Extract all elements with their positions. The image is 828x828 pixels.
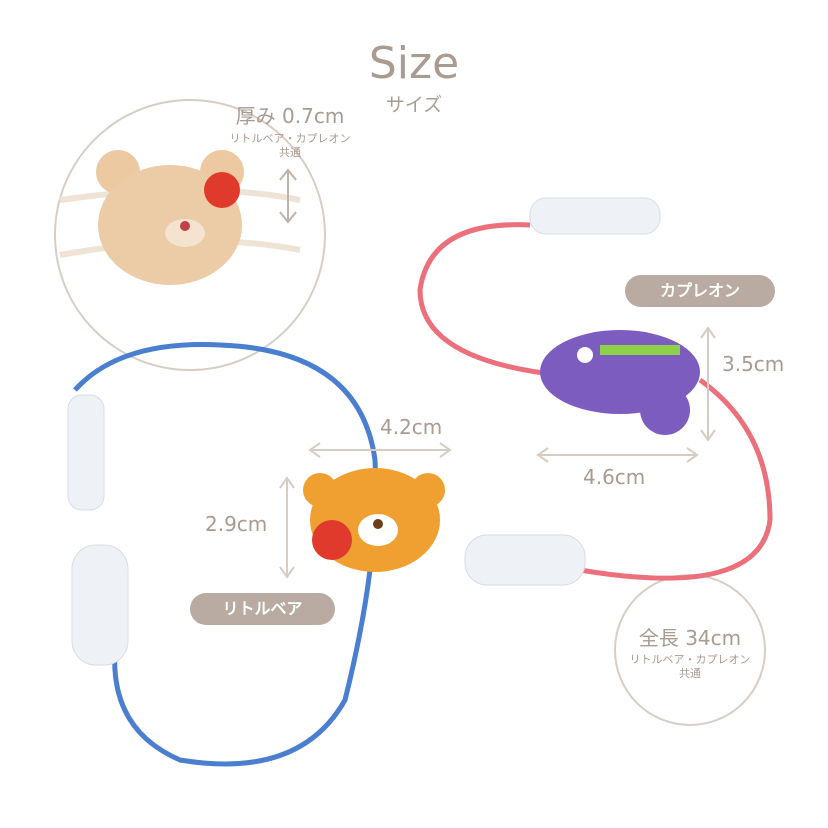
chameleon-charm — [540, 330, 700, 435]
bear-charm — [303, 468, 445, 572]
length-note-2: 共通 — [679, 667, 701, 680]
clip-top — [67, 394, 105, 511]
thickness-circle — [54, 99, 326, 371]
bear-name-badge: リトルベア — [190, 593, 335, 625]
pink-cord — [417, 222, 773, 581]
page-title: Size — [368, 38, 460, 89]
clip-pink-bottom — [464, 534, 586, 586]
chameleon-width: 4.6cm — [583, 465, 646, 489]
clip-bottom — [71, 544, 129, 666]
bear-width: 4.2cm — [380, 415, 443, 439]
thickness-note: リトルベア・カプレオン — [229, 132, 351, 145]
clip-pink-top — [529, 197, 661, 235]
chameleon-name-badge: カプレオン — [625, 275, 775, 307]
chameleon-height: 3.5cm — [722, 352, 785, 376]
bear-height: 2.9cm — [205, 512, 268, 536]
page-subtitle: サイズ — [385, 94, 443, 116]
bear-thick-charm — [96, 150, 244, 285]
thickness-label: 厚み 0.7cm — [235, 104, 345, 128]
length-label: 全長 34cm — [638, 626, 742, 650]
thickness-note-2: 共通 — [279, 146, 301, 159]
length-note: リトルベア・カプレオン — [629, 653, 751, 666]
